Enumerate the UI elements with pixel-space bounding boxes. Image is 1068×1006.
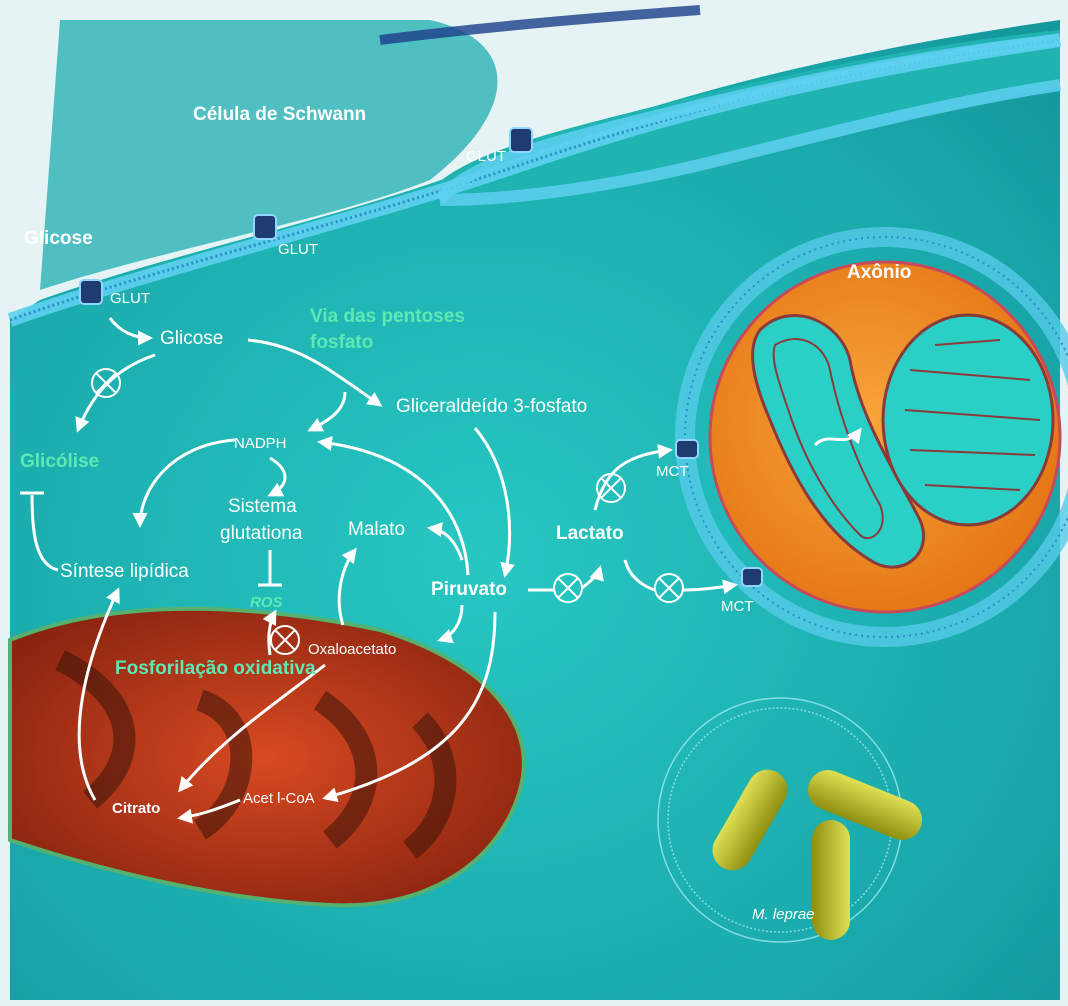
m-leprae-bacillus-3: [812, 820, 850, 940]
label-glutathione-line1: Sistema: [228, 496, 297, 518]
label-glut-2: GLUT: [278, 241, 318, 258]
label-schwann-cell: Célula de Schwann: [193, 104, 366, 126]
label-malate: Malato: [348, 519, 405, 541]
label-acetyl-coa: Acet l-CoA: [243, 790, 315, 807]
glut-transporter-1: [80, 280, 102, 304]
label-pentose-pathway-line1: Via das pentoses: [310, 306, 465, 328]
label-m-leprae: M. leprae: [752, 906, 815, 923]
label-glut-1: GLUT: [110, 290, 150, 307]
label-nadph: NADPH: [234, 435, 287, 452]
glut-transporter-3: [510, 128, 532, 152]
label-glucose-outside: Glicose: [24, 228, 93, 250]
label-mct-2: MCT: [721, 598, 754, 615]
label-citrate: Citrato: [112, 800, 160, 817]
label-oxidative-phosphorylation: Fosforilação oxidativa: [115, 658, 316, 680]
label-mct-1: MCT: [656, 463, 689, 480]
mct-transporter-2: [742, 568, 762, 586]
label-pentose-pathway-line2: fosfato: [310, 332, 373, 354]
glut-transporter-2: [254, 215, 276, 239]
label-glycolysis: Glicólise: [20, 451, 99, 473]
mct-transporter-1: [676, 440, 698, 458]
label-pyruvate: Piruvato: [431, 579, 507, 601]
label-glutathione-line2: glutationa: [220, 523, 302, 545]
label-glut-3: GLUT: [466, 148, 506, 165]
label-lipid-synthesis: Síntese lipídica: [60, 561, 189, 583]
label-ros: ROS: [250, 594, 283, 611]
label-axon: Axônio: [847, 262, 911, 284]
label-glucose-inside: Glicose: [160, 328, 223, 350]
label-lactate: Lactato: [556, 523, 624, 545]
label-glyceraldehyde: Gliceraldeído 3-fosfato: [396, 396, 587, 418]
label-oxaloacetate: Oxaloacetato: [308, 641, 396, 658]
